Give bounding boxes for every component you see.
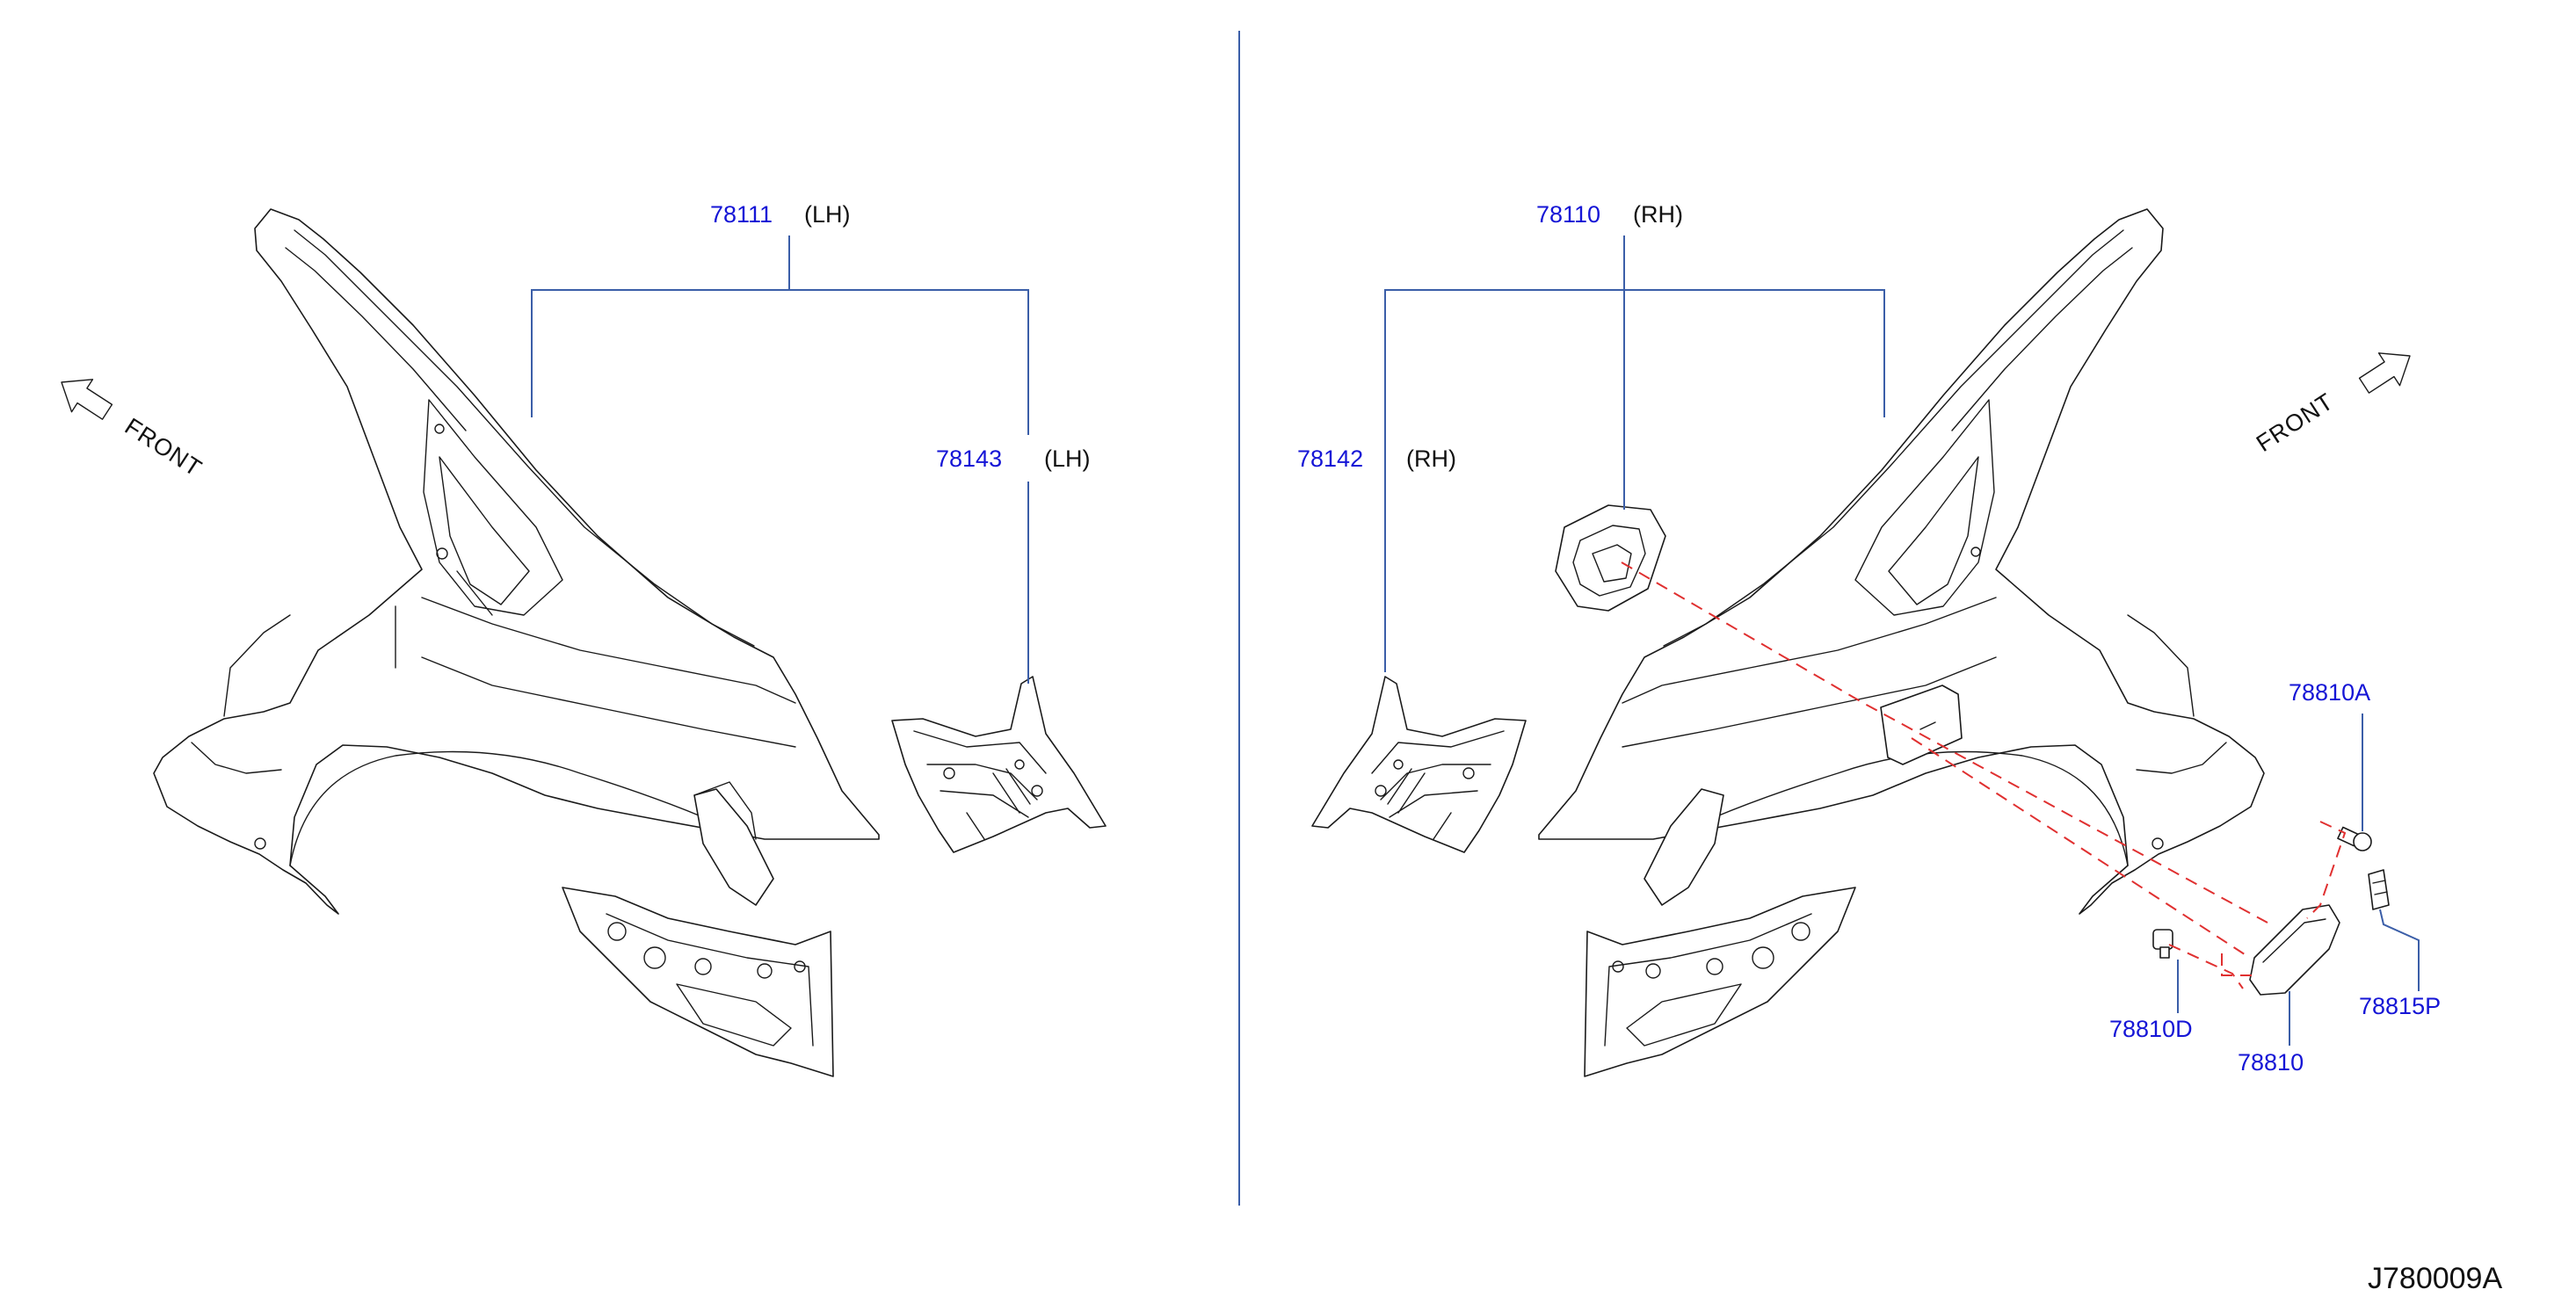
quarter-panel-rh <box>1538 208 2265 1077</box>
front-arrow-icon <box>61 379 113 420</box>
fuel-filler-lid <box>2249 904 2340 996</box>
guide-line-bolt <box>2306 821 2347 919</box>
bolt-78810a <box>2337 826 2372 851</box>
clip-78815p <box>2368 869 2390 910</box>
side-78142: (RH) <box>1406 446 1456 472</box>
part-number-78111[interactable]: 78111 <box>710 201 773 228</box>
part-number-78810[interactable]: 78810 <box>2238 1049 2304 1076</box>
leader-78110 <box>1384 289 1885 672</box>
front-arrow-icon <box>2358 352 2411 394</box>
guide-line-box <box>2221 953 2252 976</box>
filler-pocket <box>1555 504 1666 612</box>
guide-line-main <box>1621 561 2268 924</box>
extension-78142-rh <box>1311 676 1527 853</box>
guide-line-lower <box>1911 737 2251 959</box>
leader-78815p <box>2379 909 2420 991</box>
side-78143: (LH) <box>1044 446 1091 472</box>
side-78110: (RH) <box>1633 201 1683 228</box>
part-number-78815p[interactable]: 78815P <box>2359 993 2441 1019</box>
part-number-78810a[interactable]: 78810A <box>2289 679 2370 706</box>
leader-78111 <box>531 289 1029 435</box>
guide-line-bumper <box>2168 944 2244 989</box>
side-78111: (LH) <box>804 201 851 228</box>
diagram-code: J780009A <box>2368 1262 2502 1295</box>
part-number-78142[interactable]: 78142 <box>1297 446 1363 472</box>
right-panel: 78110 (RH) 78142 (RH) 78810A 78815P 7881… <box>1297 201 2441 1077</box>
extension-78143-lh <box>891 676 1107 853</box>
front-label-right: FRONT <box>2252 388 2339 458</box>
front-label-left: FRONT <box>120 413 207 482</box>
left-panel: 78111 (LH) 78143 (LH) FRONT <box>61 201 1107 1077</box>
part-number-78810d[interactable]: 78810D <box>2109 1016 2193 1042</box>
part-number-78143[interactable]: 78143 <box>936 446 1002 472</box>
bumper-78810d <box>2152 929 2173 959</box>
part-number-78110[interactable]: 78110 <box>1536 201 1600 228</box>
quarter-panel-lh <box>153 208 880 1077</box>
